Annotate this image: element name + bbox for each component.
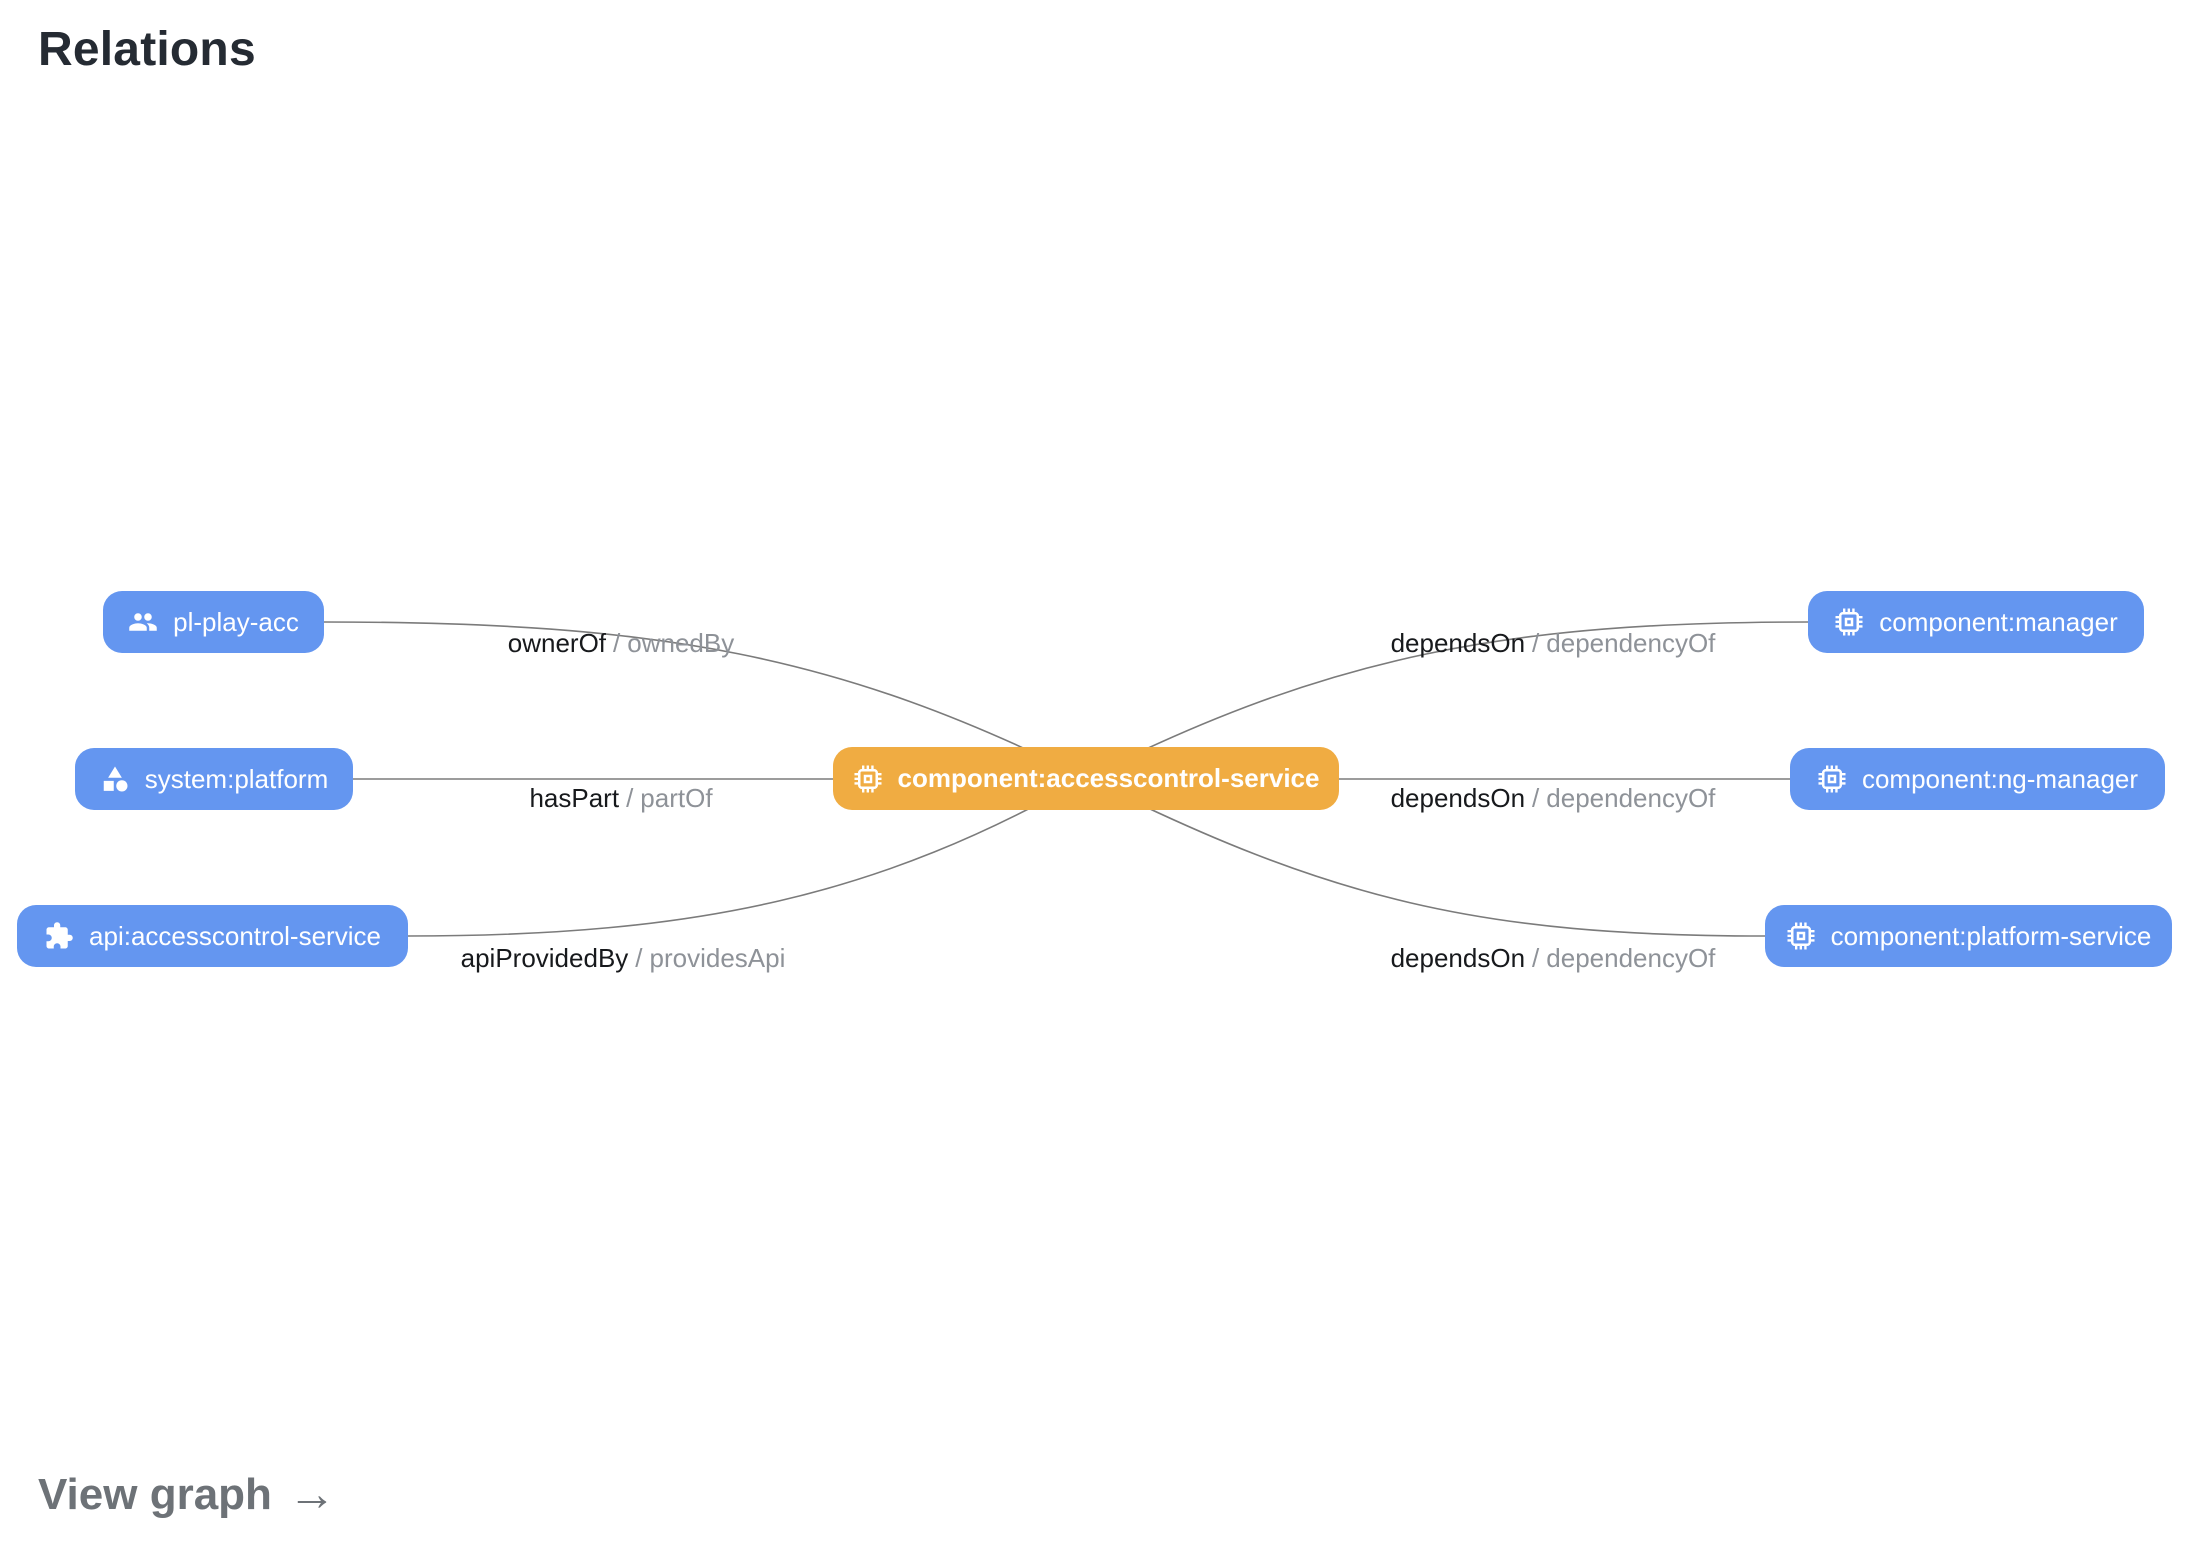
node-system-platform[interactable]: system:platform [75, 748, 353, 810]
edge-label-dependson-1: dependsOn/dependencyOf [1391, 628, 1716, 658]
node-label: system:platform [144, 763, 329, 794]
edge-dependson-3 [1085, 777, 1766, 937]
relation-forward: apiProvidedBy [460, 943, 629, 973]
relation-reverse: dependencyOf [1546, 783, 1716, 813]
node-label: api:accesscontrol-service [89, 920, 381, 951]
node-pl-play-acc[interactable]: pl-play-acc [103, 591, 324, 653]
relation-reverse: dependencyOf [1546, 628, 1716, 658]
node-label: component:platform-service [1830, 920, 2152, 951]
node-component-accesscontrol-service[interactable]: component:accesscontrol-service [833, 747, 1339, 810]
node-component-manager[interactable]: component:manager [1808, 591, 2144, 653]
relation-reverse: providesApi [649, 943, 786, 973]
relation-forward: dependsOn [1390, 943, 1526, 973]
group-icon [128, 607, 158, 637]
node-label: component:ng-manager [1861, 763, 2139, 794]
category-icon [100, 764, 130, 794]
edge-label-dependson-3: dependsOn/dependencyOf [1391, 943, 1716, 973]
relation-forward: hasPart [529, 783, 620, 813]
relation-reverse: partOf [640, 783, 713, 813]
chip-icon [1786, 921, 1816, 951]
chip-icon [1817, 764, 1847, 794]
node-label: component:manager [1879, 606, 2118, 637]
page-title: Relations [38, 23, 256, 76]
node-label: component:accesscontrol-service [897, 763, 1320, 793]
relation-forward: dependsOn [1390, 628, 1526, 658]
node-component-platform-service[interactable]: component:platform-service [1765, 905, 2172, 967]
puzzle-icon [44, 921, 74, 951]
relation-reverse: ownedBy [627, 628, 735, 658]
edge-apiprovidedby [407, 777, 1087, 937]
arrow-right-icon: → [287, 1468, 336, 1521]
relation-separator: / [635, 943, 643, 973]
view-graph-label: View graph [38, 1470, 272, 1519]
relation-reverse: dependencyOf [1546, 943, 1716, 973]
relation-forward: dependsOn [1390, 783, 1526, 813]
edge-label-ownerof: ownerOf/ownedBy [508, 628, 734, 658]
edge-label-haspart: hasPart/partOf [529, 783, 712, 813]
node-label: pl-play-acc [173, 606, 299, 637]
relation-separator: / [1532, 943, 1540, 973]
relation-separator: / [613, 628, 621, 658]
edge-dependson-1 [1085, 621, 1809, 779]
chip-icon [853, 764, 883, 794]
relation-separator: / [1532, 783, 1540, 813]
node-component-ng-manager[interactable]: component:ng-manager [1790, 748, 2165, 810]
node-api-accesscontrol-service[interactable]: api:accesscontrol-service [17, 905, 408, 967]
relation-separator: / [1532, 628, 1540, 658]
chip-icon [1834, 607, 1864, 637]
relation-separator: / [626, 783, 634, 813]
relation-forward: ownerOf [507, 628, 607, 658]
view-graph-link[interactable]: View graph → [38, 1470, 336, 1520]
edge-label-dependson-2: dependsOn/dependencyOf [1391, 783, 1716, 813]
edge-ownerof [323, 621, 1087, 779]
edge-label-apiprovidedby: apiProvidedBy/providesApi [461, 943, 786, 973]
